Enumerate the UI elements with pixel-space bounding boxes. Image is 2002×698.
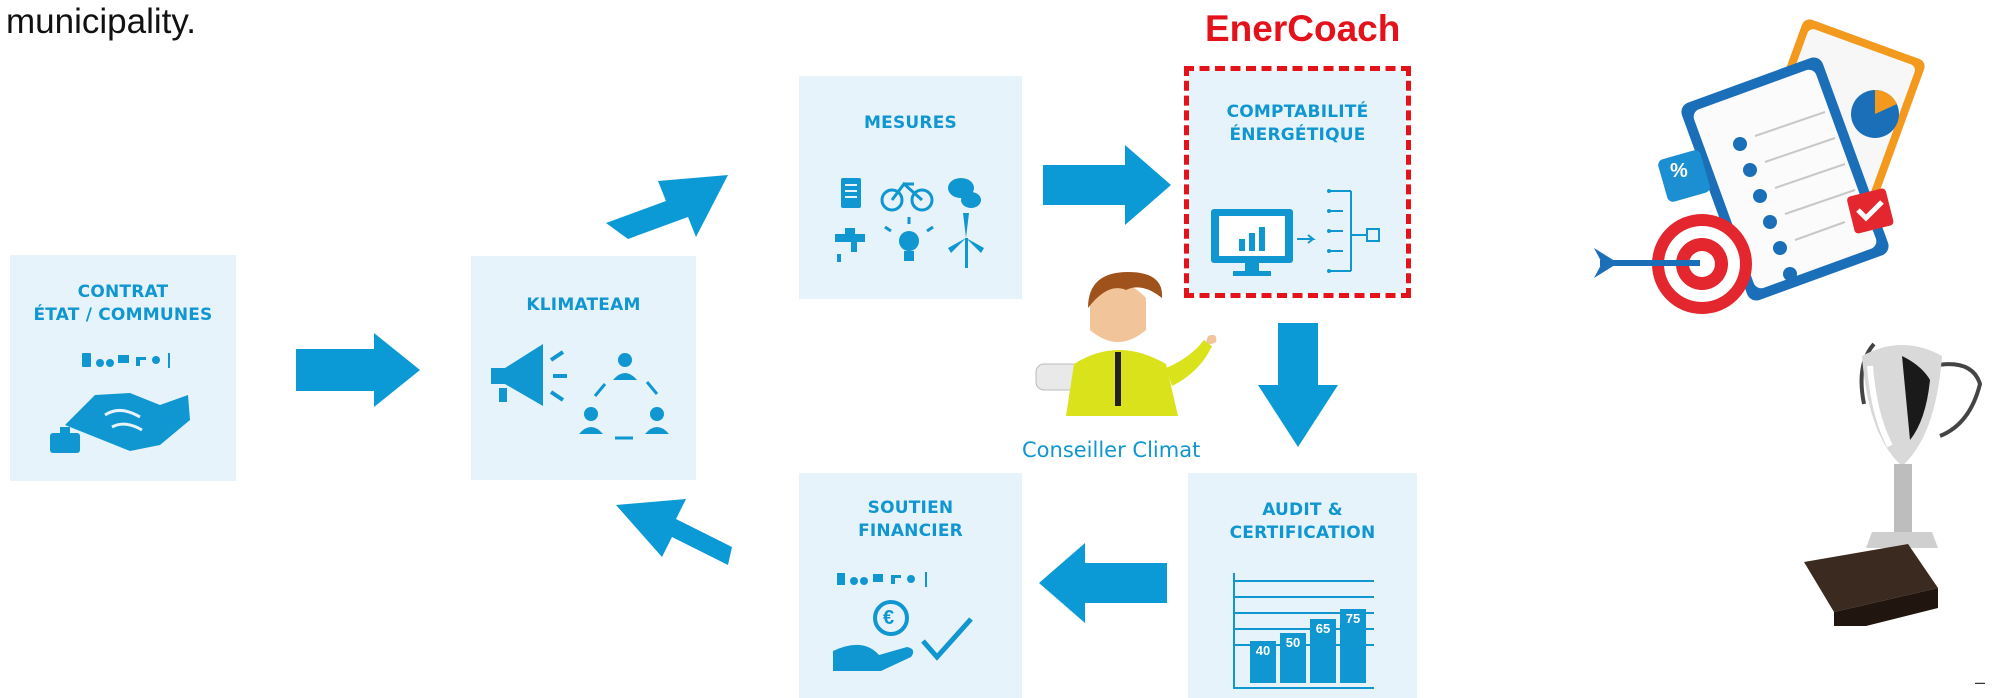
megaphone-icon [491, 344, 567, 406]
bar-label-40: 40 [1255, 643, 1271, 658]
wind-turbine-icon [948, 213, 984, 268]
euro-symbol: € [883, 607, 895, 629]
soutien-box: SOUTIEN FINANCIER € [799, 473, 1022, 698]
clipboard-icon [841, 178, 861, 208]
percent-badge-label: % [1670, 160, 1688, 182]
arrow-soutien-to-klimateam [616, 499, 732, 565]
audit-chart-graphic [1233, 573, 1374, 689]
soutien-title: SOUTIEN FINANCIER [858, 498, 963, 541]
handshake-icon [50, 393, 190, 453]
small-icons-row [82, 353, 170, 368]
euro-hand-icon [833, 600, 914, 671]
contrat-box: CONTRAT ÉTAT / COMMUNES [10, 255, 236, 481]
bar-label-65: 65 [1315, 621, 1331, 636]
contrat-title: CONTRAT ÉTAT / COMMUNES [33, 282, 213, 325]
mesures-title: MESURES [864, 113, 957, 133]
target-icon [1594, 19, 1925, 314]
team-cycle-icon [579, 353, 669, 440]
comptabilite-title: COMPTABILITÉ ÉNERGÉTIQUE [1226, 102, 1369, 145]
mesures-icons [835, 178, 984, 268]
comptabilite-box: COMPTABILITÉ ÉNERGÉTIQUE [1189, 71, 1406, 293]
faucet-icon [835, 228, 865, 262]
intro-text: municipality. [6, 2, 196, 41]
footer-mark: – [1975, 672, 1986, 692]
checkmark-icon [921, 617, 973, 661]
arrow-klimateam-to-mesures [606, 175, 728, 239]
monitor-chart-icon [1211, 189, 1380, 276]
conseiller-climat-label: Conseiller Climat [1022, 438, 1201, 462]
audit-title: AUDIT & CERTIFICATION [1229, 500, 1376, 543]
bar-label-75: 75 [1345, 611, 1361, 626]
advisor-illustration [1035, 272, 1217, 416]
mesures-box: MESURES [799, 76, 1022, 299]
bicycle-icon [880, 181, 934, 212]
lightbulb-icon [884, 217, 934, 261]
soutien-icons [833, 572, 973, 671]
enercoach-label: EnerCoach [1205, 8, 1401, 49]
klimateam-box: KLIMATEAM [471, 256, 696, 480]
arrow-contrat-to-klimateam [296, 333, 420, 407]
trophy-icon [1804, 342, 1982, 626]
arrow-mesures-to-comptabilite [1043, 145, 1171, 225]
chat-icon [948, 178, 981, 208]
bar-label-50: 50 [1285, 635, 1301, 650]
arrow-audit-to-soutien [1039, 543, 1167, 623]
klimateam-title: KLIMATEAM [526, 295, 641, 315]
enercoach-highlight-frame [1184, 66, 1411, 298]
arrow-comptabilite-to-audit [1258, 323, 1338, 447]
audit-box: AUDIT & CERTIFICATION 40 50 65 75 [1188, 473, 1417, 698]
